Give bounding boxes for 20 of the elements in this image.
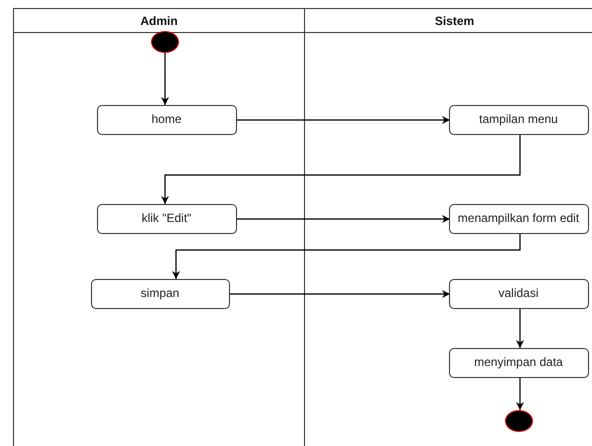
swimlane: [13, 8, 305, 446]
arrow: [161, 53, 169, 105]
arrow: [516, 309, 524, 348]
arrow: [230, 290, 450, 298]
arrow: [161, 135, 521, 204]
activity-box: simpan: [90, 278, 230, 308]
start-node: [150, 30, 178, 52]
arrow: [516, 378, 524, 410]
activity-box: home: [96, 104, 236, 134]
activity-box: validasi: [448, 278, 588, 308]
activity-box: klik "Edit": [96, 204, 236, 234]
end-node: [504, 410, 532, 432]
lane-header: Admin: [14, 9, 304, 33]
lane-header: Sistem: [305, 9, 592, 33]
arrow: [172, 234, 521, 279]
arrow: [237, 116, 450, 124]
activity-box: menampilkan form edit: [448, 204, 588, 234]
activity-box: menyimpan data: [448, 348, 588, 378]
arrow: [237, 215, 450, 223]
activity-box: tampilan menu: [448, 104, 588, 134]
